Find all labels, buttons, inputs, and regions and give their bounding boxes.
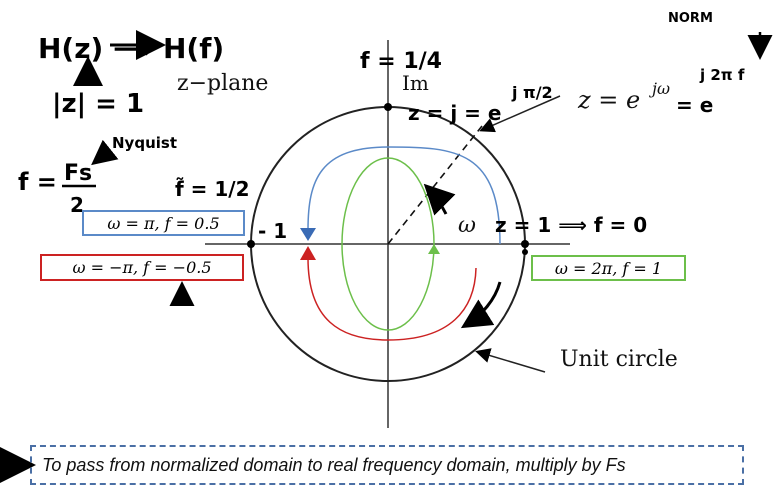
omega-arrow bbox=[423, 183, 456, 216]
point-j bbox=[384, 103, 392, 111]
two-pi-label-box: ω = 2π, f = 1 bbox=[531, 255, 686, 281]
rotation-arrow bbox=[460, 281, 502, 329]
note-box: To pass from normalized domain to real f… bbox=[30, 445, 744, 485]
pi-label-box: ω = π, f = 0.5 bbox=[82, 210, 245, 236]
formula-label: z = e bbox=[577, 86, 640, 114]
f-eq-label: f = bbox=[18, 168, 57, 196]
pi-label: ω = π, f = 0.5 bbox=[107, 213, 220, 233]
minus-pi-label: ω = −π, f = −0.5 bbox=[72, 258, 212, 277]
nyquist-label: Nyquist bbox=[112, 134, 177, 152]
f-half-label: f̃ = 1/2 bbox=[175, 177, 250, 201]
point-one bbox=[521, 240, 529, 248]
norm-label: NORM bbox=[668, 11, 713, 26]
z-one-label: z = 1 ⟹ f = 0 bbox=[495, 213, 647, 237]
f-quarter-label: f = 1/4 bbox=[360, 49, 442, 74]
h-map-label: H(z) ⟶ H(f) bbox=[38, 32, 224, 65]
green-arrowhead bbox=[428, 244, 440, 254]
red-arrowhead bbox=[300, 246, 316, 260]
formula-exponent: jω bbox=[649, 79, 670, 98]
unit-circle-label: Unit circle bbox=[560, 347, 678, 372]
fs-label: Fs bbox=[64, 161, 92, 186]
two-pi-label: ω = 2π, f = 1 bbox=[554, 258, 663, 278]
abs-z-label: |z| = 1 bbox=[52, 89, 144, 119]
red-arc bbox=[307, 257, 477, 341]
point-two-pi bbox=[522, 249, 528, 255]
minus-one-label: - 1 bbox=[258, 219, 287, 243]
omega-label: ω bbox=[458, 213, 476, 238]
im-axis-label: Im bbox=[402, 71, 429, 95]
z-j-label: z = j = e bbox=[408, 101, 501, 125]
nyquist-arrow bbox=[91, 139, 119, 166]
z-plane-title: z−plane bbox=[177, 71, 268, 96]
formula-tail: = e bbox=[676, 93, 713, 117]
note-text: To pass from normalized domain to real f… bbox=[42, 454, 626, 475]
point-minus-one bbox=[247, 240, 255, 248]
over-two-label: 2 bbox=[70, 193, 84, 217]
formula-pointer-arrow bbox=[479, 95, 561, 133]
formula-tail-exponent: j 2π f bbox=[699, 66, 745, 84]
minus-pi-label-box: ω = −π, f = −0.5 bbox=[40, 254, 244, 281]
blue-arc bbox=[307, 146, 501, 245]
z-j-exponent: j π/2 bbox=[511, 83, 553, 102]
blue-arrowhead bbox=[300, 228, 316, 241]
unit-circle-pointer-arrow bbox=[475, 348, 546, 373]
